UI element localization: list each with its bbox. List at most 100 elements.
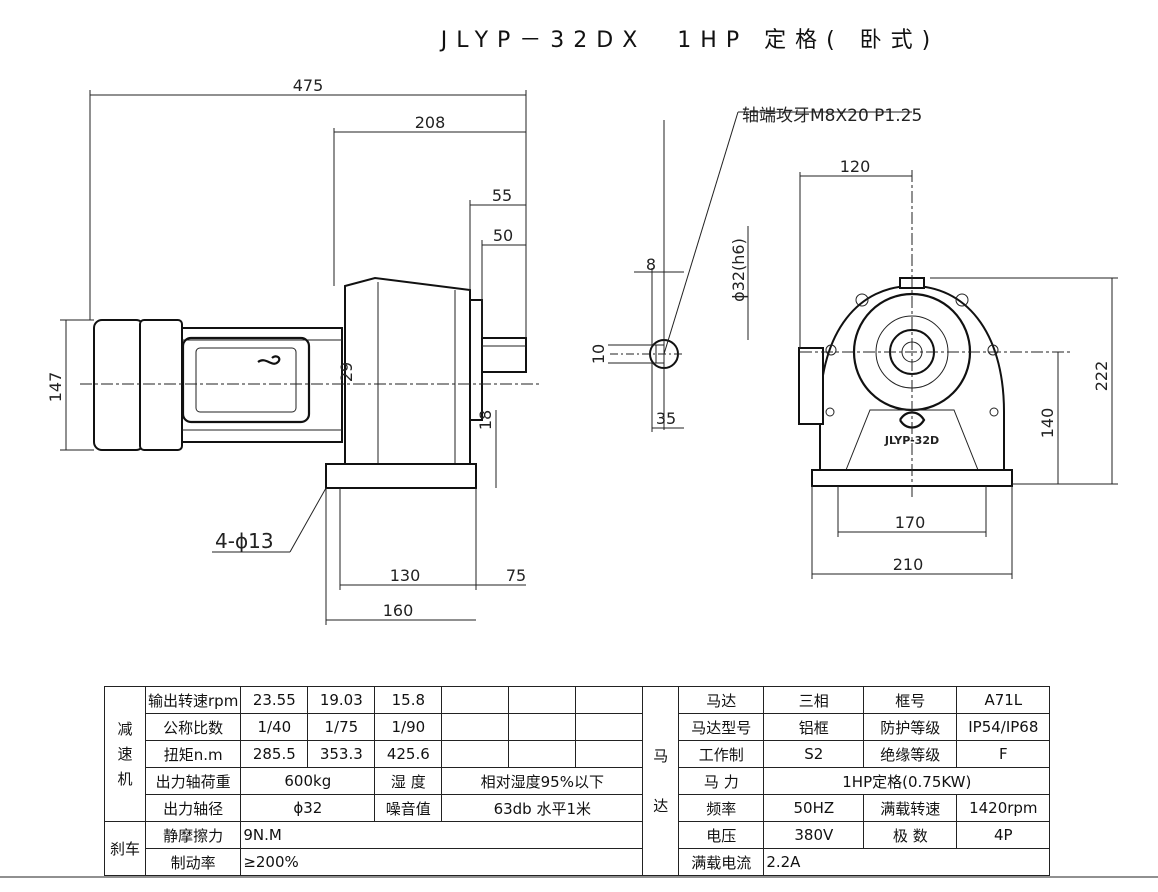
front-view: JLYP-32D (798, 170, 1070, 500)
dim-50: 50 (493, 226, 513, 245)
dim-147: 147 (46, 372, 65, 403)
dim-phi32-h6: ϕ32(h6) (729, 238, 748, 302)
load-label: 出力轴荷重 (144, 767, 242, 795)
motor-cell: A71L (956, 686, 1051, 714)
load-value: 600kg (240, 767, 376, 795)
friction-value: 9N.M (240, 821, 644, 849)
motor-cell: 50HZ (763, 794, 865, 822)
front-dimensions: 120 222 140 170 210 (799, 157, 1118, 579)
motor-cell: 防护等级 (863, 713, 958, 741)
dim-4-phi13: 4-ϕ13 (215, 529, 274, 553)
cell (575, 740, 644, 768)
gear-housing (344, 276, 471, 471)
braking-label: 制动率 (144, 848, 242, 876)
motor-cell: 4P (956, 821, 1051, 849)
row-header: 输出转速rpm (144, 686, 242, 714)
motor-cell: 绝缘等级 (863, 740, 958, 768)
spec-table: 减 速 机 输出转速rpm 23.55 19.03 15.8 马 达 马达 三相… (104, 686, 1051, 876)
noise-value: 63db 水平1米 (441, 794, 644, 822)
dim-10: 10 (589, 344, 608, 364)
motor-cell: F (956, 740, 1051, 768)
motor-cell: 1420rpm (956, 794, 1051, 822)
motor-cell: 工作制 (678, 740, 765, 768)
dim-208: 208 (415, 113, 446, 132)
humidity-label: 湿 度 (374, 767, 443, 795)
motor-cell: 马达型号 (678, 713, 765, 741)
cell: 425.6 (374, 740, 443, 768)
cell: 23.55 (240, 686, 309, 714)
motor-cell: 满载转速 (863, 794, 958, 822)
motor-end-cap (139, 319, 183, 451)
motor-cell: 电压 (678, 821, 765, 849)
cell: 15.8 (374, 686, 443, 714)
noise-label: 噪音值 (374, 794, 443, 822)
motor-cell: S2 (763, 740, 865, 768)
dim-18: 18 (476, 410, 495, 430)
dim-120: 120 (840, 157, 871, 176)
motor-cell: IP54/IP68 (956, 713, 1051, 741)
shaft-thread-note: 轴端攻牙M8X20 P1.25 (742, 106, 922, 126)
output-shaft (481, 337, 527, 373)
motor-cell: 马达 (678, 686, 765, 714)
terminal-box (181, 336, 311, 424)
row-header: 扭矩n.m (144, 740, 242, 768)
cell (508, 713, 577, 741)
cell (508, 740, 577, 768)
motor-cell: 极 数 (863, 821, 958, 849)
output-flange (469, 299, 483, 421)
motor-cell: 马 力 (678, 767, 765, 795)
cell: 285.5 (240, 740, 309, 768)
cell (575, 686, 644, 714)
dim-29: 29 (337, 362, 356, 382)
row-header: 公称比数 (144, 713, 242, 741)
motor-cell: 三相 (763, 686, 865, 714)
humidity-value: 相对湿度95%以下 (441, 767, 644, 795)
base-foot (325, 463, 477, 489)
cell: 19.03 (307, 686, 376, 714)
dim-170: 170 (895, 513, 926, 532)
shaft-label: 出力轴径 (144, 794, 242, 822)
motor-cell: 框号 (863, 686, 958, 714)
motor-cell: 铝框 (763, 713, 865, 741)
braking-value: ≥200% (240, 848, 644, 876)
logo-icon (899, 411, 926, 429)
dim-75: 75 (506, 566, 526, 585)
cell: 353.3 (307, 740, 376, 768)
motor-fan-cover (93, 319, 145, 451)
dim-140: 140 (1038, 408, 1057, 439)
cell (575, 713, 644, 741)
dim-475: 475 (293, 76, 324, 95)
cell (508, 686, 577, 714)
cell: 1/90 (374, 713, 443, 741)
dim-8: 8 (646, 255, 656, 274)
dim-55: 55 (492, 186, 512, 205)
motor-label: 马 达 (642, 686, 680, 876)
side-view (80, 276, 540, 489)
brake-label: 刹车 (104, 821, 146, 876)
drawing-title: JLYP－32DX 1HP 定格( 卧式) (440, 28, 940, 53)
motor-cell: 2.2A (763, 848, 1051, 876)
motor-stub (798, 347, 824, 425)
dim-160: 160 (383, 601, 414, 620)
dim-130: 130 (390, 566, 421, 585)
cell: 1/40 (240, 713, 309, 741)
logo-text: JLYP-32D (884, 434, 939, 447)
motor-cell: 满载电流 (678, 848, 765, 876)
dim-210: 210 (893, 555, 924, 574)
cell (441, 686, 510, 714)
brand-logo-icon (257, 355, 281, 365)
reducer-label: 减 速 机 (104, 686, 146, 822)
friction-label: 静摩擦力 (144, 821, 242, 849)
cell (441, 740, 510, 768)
motor-cell: 1HP定格(0.75KW) (763, 767, 1051, 795)
dim-35: 35 (656, 409, 676, 428)
dim-222: 222 (1092, 361, 1111, 392)
shaft-end-view: 轴端攻牙M8X20 P1.25 8 10 35 ϕ32(h6) (589, 106, 922, 432)
motor-cell: 频率 (678, 794, 765, 822)
motor-body (181, 327, 343, 443)
cell (441, 713, 510, 741)
side-dimensions: 475 208 55 50 147 29 18 4-ϕ13 130 75 160 (46, 76, 527, 625)
cell: 1/75 (307, 713, 376, 741)
shaft-value: ϕ32 (240, 794, 376, 822)
